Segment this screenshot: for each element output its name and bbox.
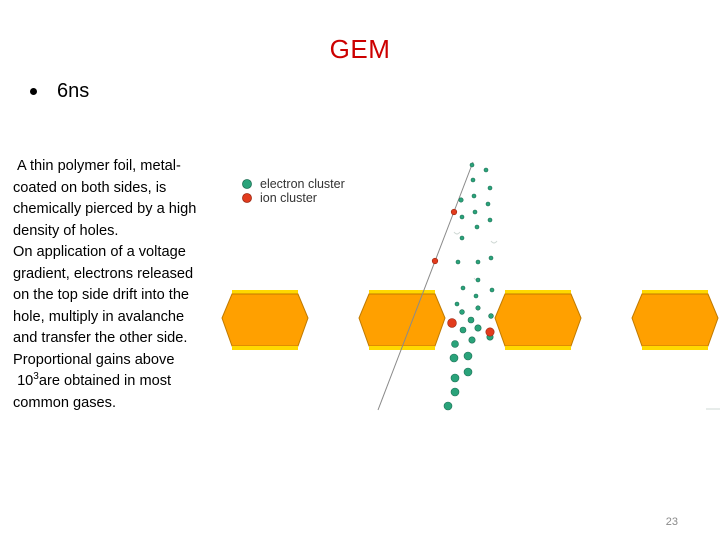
ion-dot (450, 208, 458, 216)
electron-dot (459, 214, 465, 220)
electron-dot (487, 185, 493, 191)
description-line: hole, multiply in avalanche (13, 308, 185, 325)
page-number: 23 (665, 516, 678, 528)
foil-segment-center-right (494, 290, 582, 350)
electron-dot (459, 326, 467, 334)
electron-dot (467, 316, 475, 324)
bullet-item: 6ns (30, 80, 89, 103)
electron-dot (468, 336, 476, 344)
particle-track-line (377, 161, 474, 411)
description-line: on the top side drift into the (13, 287, 190, 303)
electron-dot (475, 277, 481, 283)
electron-dot (488, 313, 494, 319)
electron-dot (472, 209, 478, 215)
description-line: Proportional gains above (13, 351, 175, 368)
electron-dot (485, 201, 491, 207)
electron-dot (471, 193, 477, 199)
description-line: chemically pierced by a high (13, 201, 197, 217)
description-line: common gases. (13, 394, 117, 411)
gem-foil (221, 290, 719, 350)
electron-dot (459, 309, 465, 315)
electron-dot (474, 324, 482, 332)
legend-ion-label: ion cluster (260, 191, 317, 205)
description-line: coated on both sides, is (13, 179, 167, 196)
ion-legend-icon (242, 193, 252, 203)
gem-description: A thin polymer foil, metal- coated on bo… (13, 156, 225, 414)
foil-segment-left (221, 290, 309, 350)
electron-dot (463, 367, 473, 377)
electron-dot (455, 259, 461, 265)
electron-dot (489, 287, 495, 293)
electron-dot (475, 259, 481, 265)
electron-dot (469, 162, 475, 168)
electron-dot (487, 217, 493, 223)
slide-title: GEM (329, 34, 391, 64)
description-line: On application of a voltage (13, 244, 186, 260)
foil-segment-right (631, 290, 719, 350)
ion-dot (447, 318, 457, 328)
ion-dot (431, 257, 439, 265)
gain-base: 10 (17, 373, 34, 389)
description-line: A thin polymer foil, metal- (17, 158, 181, 174)
electron-dot (449, 353, 459, 363)
electron-dot (450, 373, 460, 383)
gain-suffix: are obtained in most (38, 373, 172, 389)
electron-dot (474, 224, 480, 230)
bullet-text: 6ns (57, 80, 90, 102)
bullet-dot-icon (30, 88, 37, 95)
electron-dot (463, 351, 473, 361)
electron-legend-icon (242, 179, 252, 189)
electron-dot (450, 387, 460, 397)
electron-dot (443, 401, 453, 411)
electron-dot (475, 305, 481, 311)
gain-line: 103are obtained in most (13, 371, 225, 393)
electron-dot (470, 177, 476, 183)
electron-dot (483, 167, 489, 173)
description-line: and transfer the other side. (13, 330, 188, 346)
electron-dot (458, 197, 464, 203)
description-line: density of holes. (13, 222, 119, 239)
ion-clusters (431, 208, 495, 337)
electron-dot (488, 255, 494, 261)
ion-dot (485, 327, 495, 337)
electron-dot (451, 340, 459, 348)
electron-dot (459, 235, 465, 241)
foil-segment-center-left (358, 290, 446, 350)
description-line: gradient, electrons released (13, 265, 194, 282)
diagram-legend: electron cluster ion cluster (242, 177, 345, 205)
electron-clusters (443, 162, 495, 411)
gain-exponent: 3 (33, 371, 39, 383)
electron-dot (460, 285, 466, 291)
electron-dot (454, 301, 460, 307)
electron-dot (473, 293, 479, 299)
legend-electron-label: electron cluster (260, 177, 345, 191)
